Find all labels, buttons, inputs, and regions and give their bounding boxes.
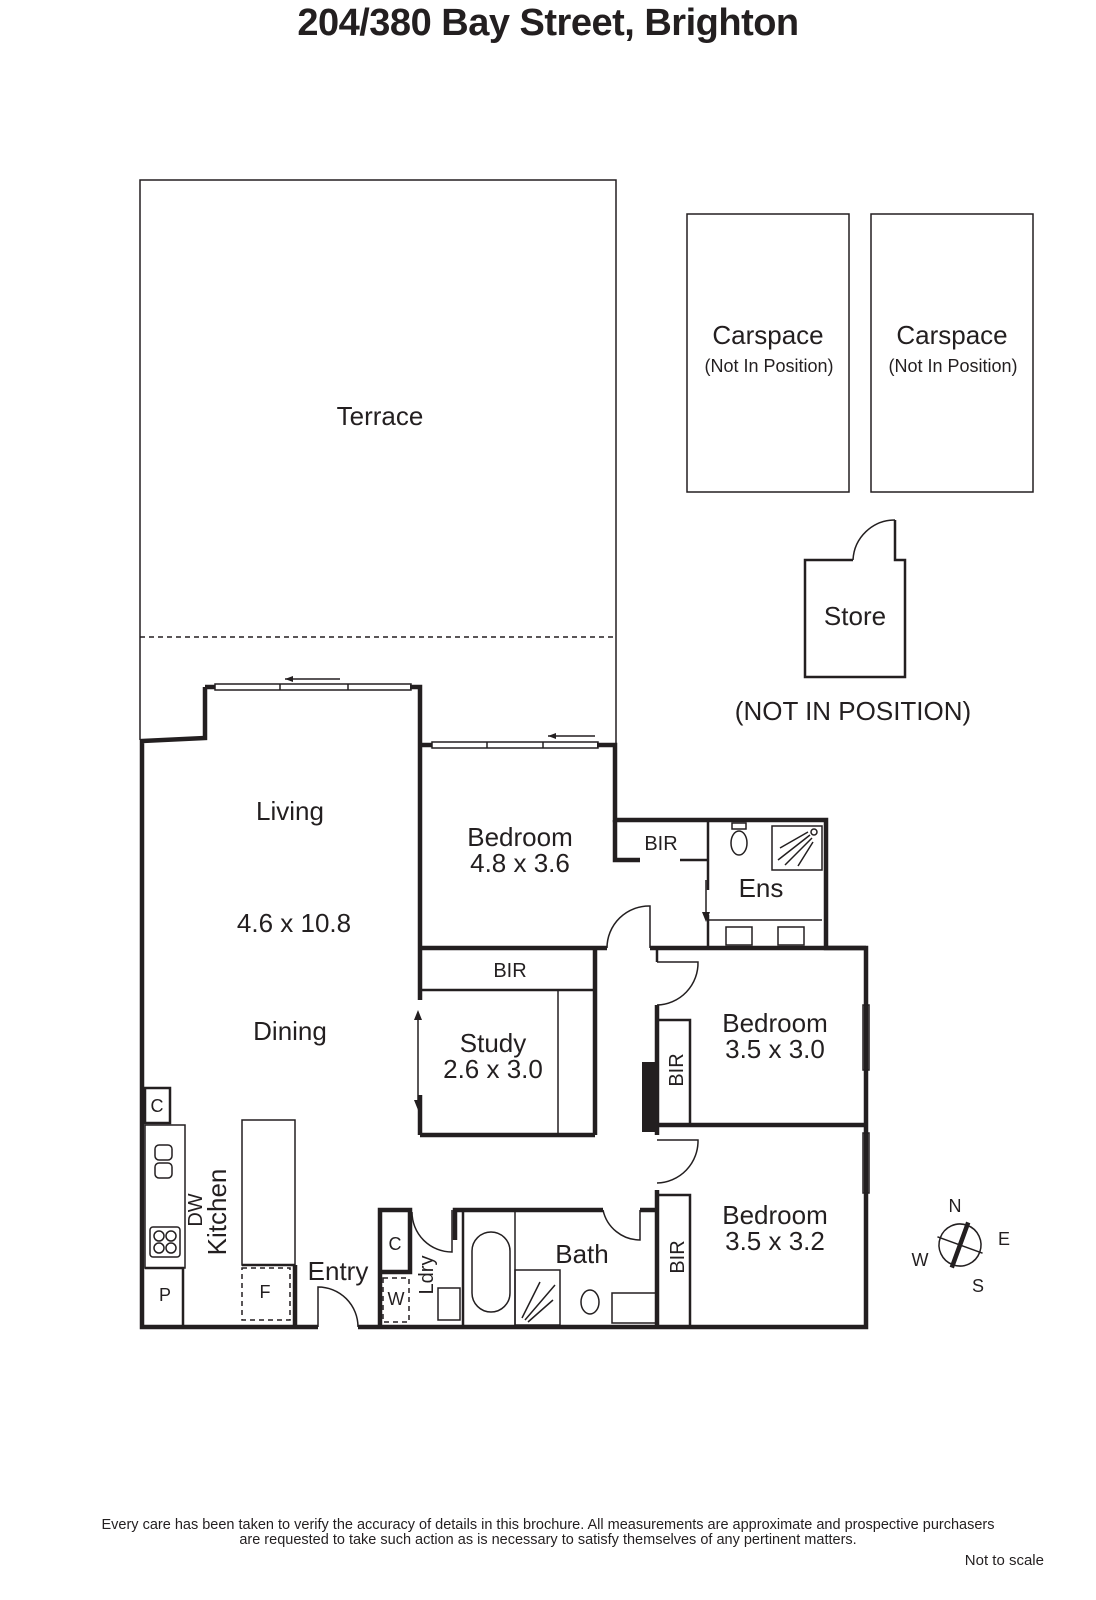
terrace-label: Terrace [337, 401, 424, 431]
bedroom-1-label: Bedroom [467, 822, 573, 852]
bir-bedroom-1-label: BIR [493, 960, 526, 982]
bir-bedroom-3-label: BIR [667, 1240, 689, 1273]
page-title: 204/380 Bay Street, Brighton [297, 2, 799, 44]
kitchen-label: Kitchen [202, 1169, 232, 1256]
not-to-scale-note: Not to scale [964, 1552, 1044, 1569]
bir-ens-label: BIR [644, 833, 677, 855]
carspace-2-note: (Not In Position) [888, 356, 1017, 376]
bedroom-3-label: Bedroom [722, 1200, 828, 1230]
washer-label: W [388, 1289, 405, 1309]
living-dims: 4.6 x 10.8 [237, 908, 351, 938]
bedroom-2-label: Bedroom [722, 1008, 828, 1038]
compass-s: S [972, 1276, 984, 1296]
disclaimer: Every care has been taken to verify the … [0, 1518, 1096, 1548]
terrace: Terrace [139, 179, 617, 745]
dishwasher-label: DW [185, 1193, 207, 1226]
disclaimer-line-1: Every care has been taken to verify the … [101, 1517, 995, 1533]
bedroom-3-dims: 3.5 x 3.2 [725, 1226, 825, 1256]
study-label: Study [460, 1028, 527, 1058]
carspace-2: Carspace (Not In Position) [870, 213, 1034, 493]
laundry-label: Ldry [416, 1256, 438, 1295]
store-label: Store [824, 601, 886, 631]
bath-label: Bath [555, 1239, 609, 1269]
living-label: Living [256, 796, 324, 826]
walls [139, 676, 870, 1330]
dining-label: Dining [253, 1016, 327, 1046]
bedroom-2-dims: 3.5 x 3.0 [725, 1034, 825, 1064]
carspace-1-label: Carspace [712, 320, 823, 350]
carspace-1-note: (Not In Position) [704, 356, 833, 376]
cupboard-laundry-label: C [389, 1234, 402, 1254]
compass-e: E [998, 1229, 1010, 1249]
entry-label: Entry [308, 1256, 369, 1286]
carspace-2-label: Carspace [896, 320, 1007, 350]
bedroom-1-dims: 4.8 x 3.6 [470, 848, 570, 878]
compass-w: W [912, 1250, 929, 1270]
carspace-1: Carspace (Not In Position) [686, 213, 850, 493]
cupboard-kitchen-label: C [151, 1096, 164, 1116]
compass-icon [937, 1221, 983, 1269]
compass-n: N [949, 1196, 962, 1216]
store-note: (NOT IN POSITION) [735, 696, 971, 726]
disclaimer-line-2: are requested to take such action as is … [239, 1532, 857, 1548]
pantry-label: P [159, 1285, 171, 1305]
bir-bedroom-2-label: BIR [666, 1053, 688, 1086]
ensuite-label: Ens [739, 873, 784, 903]
study-dims: 2.6 x 3.0 [443, 1054, 543, 1084]
store: Store (NOT IN POSITION) [735, 519, 971, 726]
fridge-label: F [260, 1282, 271, 1302]
